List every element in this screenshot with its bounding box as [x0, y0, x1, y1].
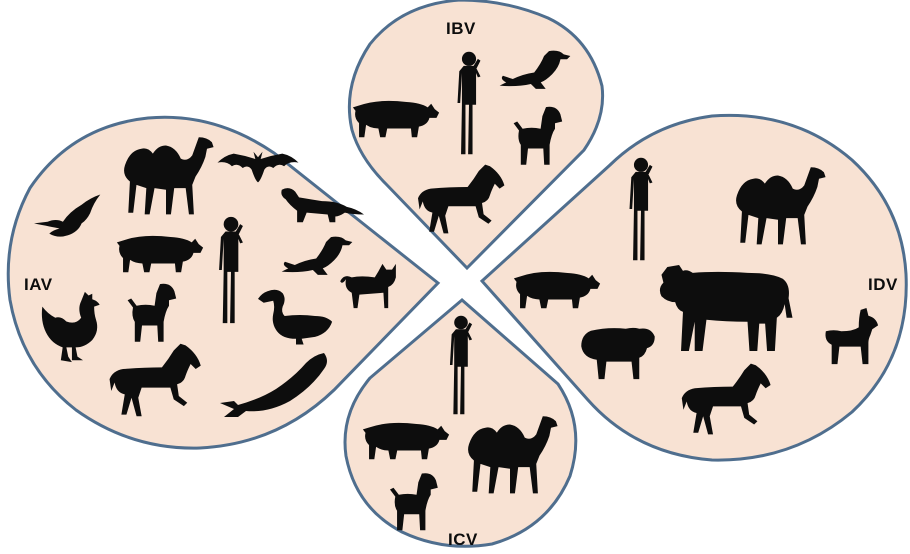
- idv-label: IDV: [868, 275, 898, 294]
- iav-label: IAV: [24, 275, 53, 294]
- icv-label: ICV: [448, 530, 478, 549]
- ibv-label: IBV: [446, 19, 476, 38]
